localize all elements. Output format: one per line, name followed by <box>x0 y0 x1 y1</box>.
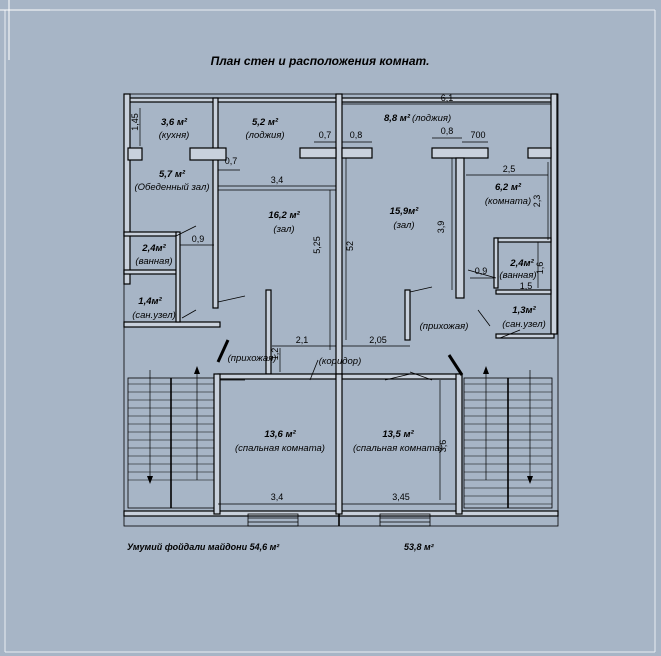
entrance-steps-left <box>247 513 299 527</box>
dimension-lines <box>139 103 551 505</box>
dim-700: 700 <box>470 130 485 140</box>
entrance-steps-right <box>379 513 431 527</box>
central-wall <box>335 93 343 375</box>
dim-3-6: 3,6 <box>438 440 448 453</box>
label-room-name: (комната) <box>485 196 531 207</box>
label-wc1-name: (сан.узел) <box>132 310 176 321</box>
label-wc2-area: 1,3м² <box>512 305 536 316</box>
label-wc1-area: 1,4м² <box>138 296 162 307</box>
label-hall1-area: 16,2 м² <box>268 210 300 221</box>
label-bath1-area: 2,4м² <box>141 243 166 254</box>
label-dining-name: (Обеденный зал) <box>135 182 210 193</box>
label-dining-area: 5,7 м² <box>159 169 186 180</box>
dim-2-1: 2,1 <box>296 335 309 345</box>
dim-1-5: 1,5 <box>520 281 533 291</box>
label-bath2-area: 2,4м² <box>509 258 534 269</box>
label-kitchen-name: (кухня) <box>159 130 190 141</box>
label-bath2-name: (ванная) <box>499 270 536 281</box>
dim-1-2: 1,2 <box>270 348 280 361</box>
label-loggia1-name: (лоджия) <box>245 130 284 141</box>
plan-title: План стен и расположения комнат. <box>211 54 430 68</box>
dim-0-7b: 0,7 <box>225 156 238 166</box>
label-loggia1-area: 5,2 м² <box>252 117 279 128</box>
dim-6-1: 6,1 <box>441 93 454 103</box>
dim-2-5: 2,5 <box>503 164 516 174</box>
label-bed2-name: (спальная комната) <box>353 443 443 454</box>
dim-0-9a: 0,9 <box>192 234 205 244</box>
staircase-left <box>127 366 215 509</box>
label-wc2-name: (сан.узел) <box>502 319 546 330</box>
dim-2-3: 2,3 <box>532 195 542 208</box>
label-bath1-name: (ванная) <box>135 256 172 267</box>
dim-2-05: 2,05 <box>369 335 387 345</box>
label-room-area: 6,2 м² <box>495 182 522 193</box>
staircase-right <box>463 366 553 509</box>
total-area-2: 53,8 м² <box>404 542 435 552</box>
dim-0-8a: 0,8 <box>350 130 363 140</box>
label-loggia2-area: 8,8 м² <box>384 113 411 124</box>
dim-3-9: 3,9 <box>436 221 446 234</box>
label-bed2-area: 13,5 м² <box>382 429 414 440</box>
dim-3-45: 3,45 <box>392 492 410 502</box>
dim-0-8b: 0,8 <box>441 126 454 136</box>
label-foyer2: (прихожая) <box>420 321 469 332</box>
dim-3-4-bottom: 3,4 <box>271 492 284 502</box>
dim-1-45: 1,45 <box>130 113 140 131</box>
dim-5-25: 5,25 <box>312 236 322 254</box>
label-hall1-name: (зал) <box>273 224 294 235</box>
label-kitchen-area: 3,6 м² <box>161 117 188 128</box>
label-hall2-area: 15,9м² <box>390 206 420 217</box>
dim-0-7a: 0,7 <box>319 130 332 140</box>
label-corridor: (коридор) <box>319 356 361 367</box>
label-loggia2-name: (лоджия) <box>412 113 451 124</box>
dim-52: 52 <box>345 241 355 251</box>
dim-3-4-top: 3,4 <box>271 175 284 185</box>
label-foyer1: (прихожая) <box>228 353 277 364</box>
label-bed1-area: 13,6 м² <box>264 429 296 440</box>
dim-0-9b: 0,9 <box>475 266 488 276</box>
label-bed1-name: (спальная комната) <box>235 443 325 454</box>
label-hall2-name: (зал) <box>393 220 414 231</box>
dim-1-6: 1,6 <box>535 262 545 275</box>
total-area-label: Умумий фойдали майдони 54,6 м² <box>127 542 280 552</box>
